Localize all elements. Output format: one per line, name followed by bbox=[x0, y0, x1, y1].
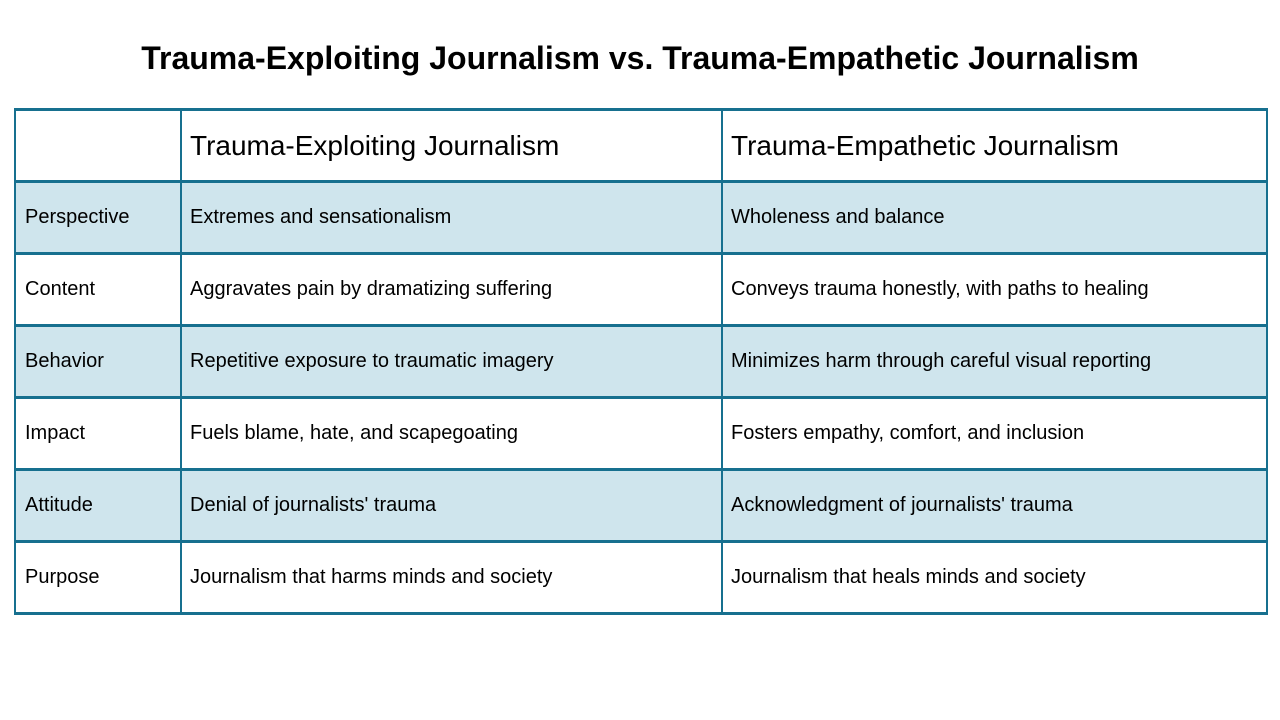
row-label-cell: Content bbox=[14, 252, 182, 327]
table-row-perspective: Perspective Extremes and sensationalism … bbox=[14, 180, 1268, 255]
comparison-table: Trauma-Exploiting Journalism Trauma-Empa… bbox=[14, 108, 1268, 615]
row-label-cell: Behavior bbox=[14, 324, 182, 399]
exploiting-cell: Aggravates pain by dramatizing suffering bbox=[180, 252, 723, 327]
row-label-cell: Perspective bbox=[14, 180, 182, 255]
table-row-purpose: Purpose Journalism that harms minds and … bbox=[14, 540, 1268, 615]
header-corner-cell bbox=[14, 108, 182, 183]
empathetic-cell: Minimizes harm through careful visual re… bbox=[721, 324, 1268, 399]
empathetic-cell: Journalism that heals minds and society bbox=[721, 540, 1268, 615]
exploiting-cell: Extremes and sensationalism bbox=[180, 180, 723, 255]
table-row-impact: Impact Fuels blame, hate, and scapegoati… bbox=[14, 396, 1268, 471]
table-row-content: Content Aggravates pain by dramatizing s… bbox=[14, 252, 1268, 327]
exploiting-cell: Repetitive exposure to traumatic imagery bbox=[180, 324, 723, 399]
row-label-cell: Purpose bbox=[14, 540, 182, 615]
table-row-behavior: Behavior Repetitive exposure to traumati… bbox=[14, 324, 1268, 399]
header-exploiting-cell: Trauma-Exploiting Journalism bbox=[180, 108, 723, 183]
table-header-row: Trauma-Exploiting Journalism Trauma-Empa… bbox=[14, 108, 1268, 183]
exploiting-cell: Fuels blame, hate, and scapegoating bbox=[180, 396, 723, 471]
exploiting-cell: Denial of journalists' trauma bbox=[180, 468, 723, 543]
table-row-attitude: Attitude Denial of journalists' trauma A… bbox=[14, 468, 1268, 543]
empathetic-cell: Acknowledgment of journalists' trauma bbox=[721, 468, 1268, 543]
empathetic-cell: Fosters empathy, comfort, and inclusion bbox=[721, 396, 1268, 471]
row-label-cell: Attitude bbox=[14, 468, 182, 543]
empathetic-cell: Wholeness and balance bbox=[721, 180, 1268, 255]
header-empathetic-cell: Trauma-Empathetic Journalism bbox=[721, 108, 1268, 183]
page-title: Trauma-Exploiting Journalism vs. Trauma-… bbox=[141, 40, 1139, 76]
row-label-cell: Impact bbox=[14, 396, 182, 471]
empathetic-cell: Conveys trauma honestly, with paths to h… bbox=[721, 252, 1268, 327]
exploiting-cell: Journalism that harms minds and society bbox=[180, 540, 723, 615]
